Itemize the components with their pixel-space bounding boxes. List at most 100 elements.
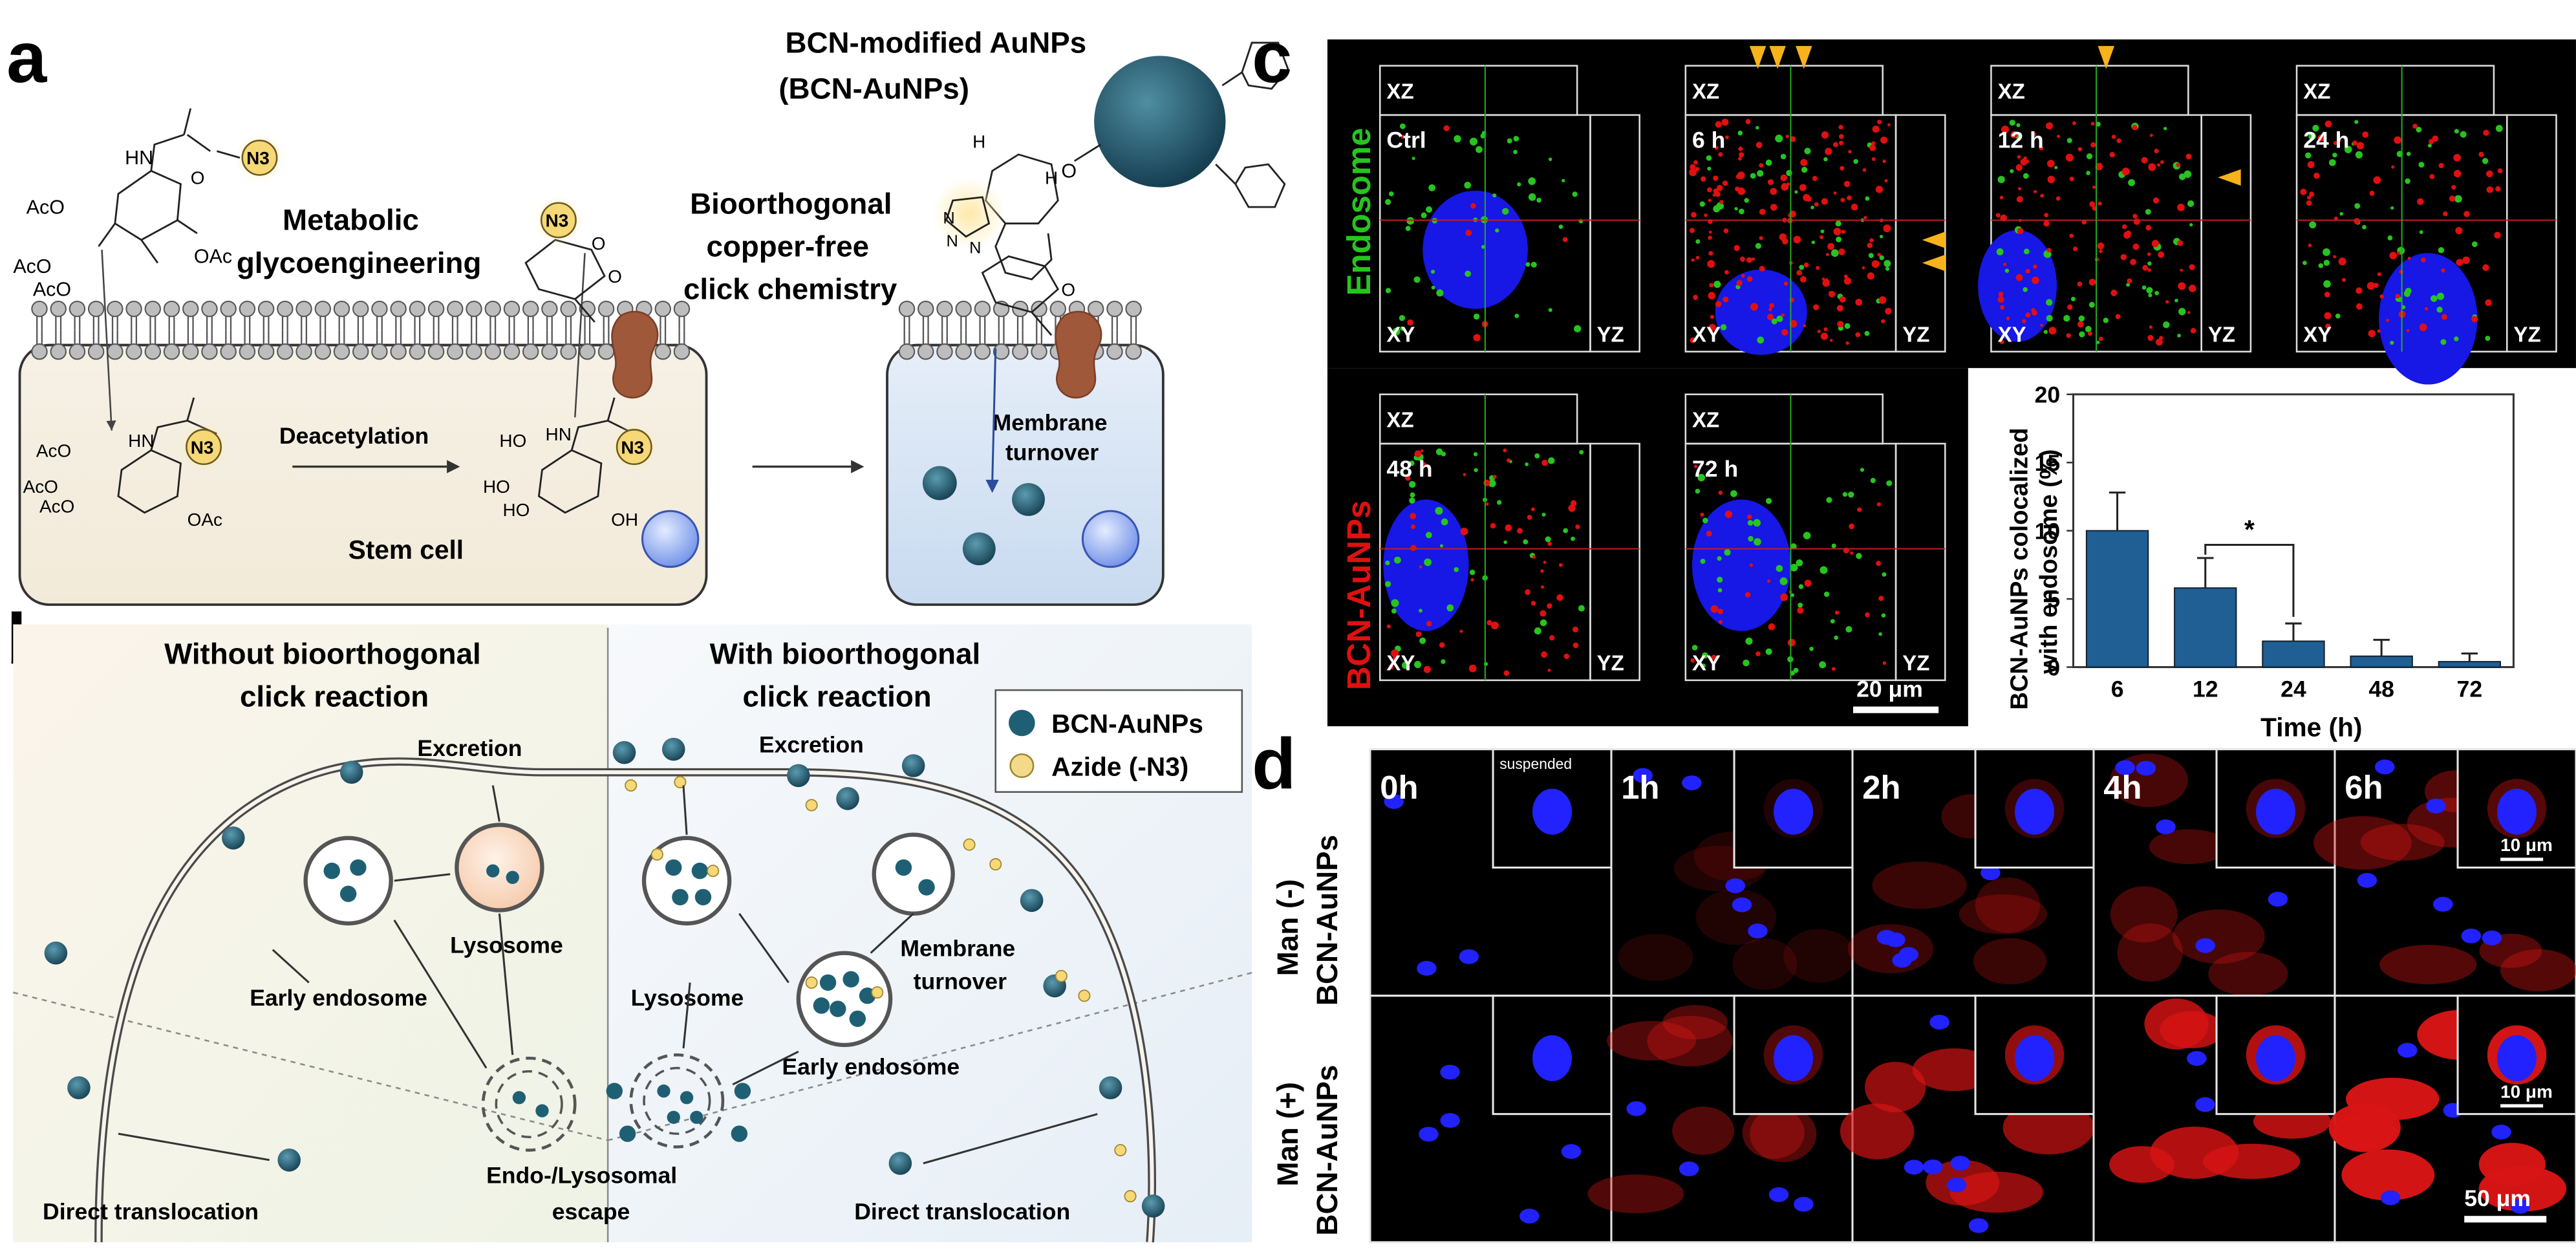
endosome-dot [1399,315,1406,321]
aunp-dot [1410,513,1417,520]
np-title: BCN-modified AuNPs [786,26,1087,59]
aunp-dot [1741,258,1745,262]
aunp-dot [1766,579,1771,583]
lipid [446,300,464,360]
ho-label: HO [483,477,510,497]
endosome-dot [1435,506,1443,515]
endosome-dot [2304,152,2312,158]
legend-np-swatch [1009,709,1035,737]
aunp-dot [2148,163,2156,171]
endosome-dot [1717,576,1723,583]
endosome-dot [2440,339,2447,345]
aunp-dot [2089,201,2096,208]
endosome-dot [1799,264,1805,270]
endosome-dot [1414,661,1422,669]
vesicle [1081,510,1140,568]
aunp-dot [1737,187,1745,195]
aunp-dot [2067,304,2073,310]
aunp-dot [2394,136,2401,144]
endosome-dot [1517,182,1521,187]
aunp-dot [2441,314,2447,320]
endosome-dot [1492,193,1497,198]
aunp-dot [1690,228,1695,233]
cell-membrane-inner [96,759,1154,1243]
endosome-dot [2178,308,2186,316]
aunp-dot [1517,528,1523,534]
o-label: O [608,266,622,286]
aunp-dot [1718,490,1723,495]
timepoint-label: 6 h [1692,127,1725,153]
aunp-dot [1770,204,1777,211]
azide-label: N3 [191,437,214,457]
aunp-dot [2039,146,2044,151]
nucleus [2268,892,2288,907]
timepoint-label: Ctrl [1386,127,1426,153]
endosome-dot [1830,249,1839,257]
endosome-dot [1755,125,1759,130]
lipid [144,300,162,360]
aunp-dot [2324,292,2330,297]
endosome-dot [1454,567,1459,572]
endosome-dot [1579,449,1584,455]
aunp-dot [1543,560,1547,565]
nucleus [2482,930,2502,945]
chart-ylabel: with endosome (%) [2035,449,2063,674]
endosome-dot [2471,241,2478,248]
bar [2438,661,2502,668]
aunp-dot [2377,329,2381,333]
aunp-dot [2132,243,2140,250]
endosome-dot [1765,648,1772,655]
nucleus [2357,872,2377,888]
lipid [466,300,482,360]
lipid [1106,300,1123,360]
aunp-dot [2188,285,2196,292]
aunp-dot [1787,182,1790,186]
ho-label: HO [499,431,526,451]
endosome-dot [2323,248,2330,256]
aunp-dot [2015,274,2023,281]
aunp-dot [2141,156,2148,164]
endosome-dot [2096,122,2101,127]
aunp-dot [2034,189,2037,193]
aunp-dot [1825,147,1832,155]
lipid [333,300,350,360]
endosome-dot [1826,497,1832,503]
cell-cytoplasm [2208,951,2288,997]
cell-cytoplasm [1662,1005,1728,1040]
xy-label: XY [1692,322,1721,346]
aunp-dot [1410,524,1416,530]
cell-cytoplasm [1742,1106,1805,1159]
aunp-dot [1711,654,1717,660]
aunp-dot [1690,164,1696,171]
aunp-dot [2098,201,2102,206]
aunp-dot [2309,191,2315,197]
endosome-dot [2485,336,2491,341]
aunp-dot [2127,278,2132,284]
aunp-dot [1839,296,1846,303]
aunp-dot [1871,260,1880,268]
inset-nucleus [2256,1035,2296,1081]
y-tick-label: 5 [2047,587,2060,612]
aunp-dot [1855,332,1861,338]
cell-cytoplasm [1864,1061,1926,1112]
aunp-dot [1869,144,1876,151]
aunp-dot [1572,642,1579,649]
aunp-dot [2307,161,2315,169]
left-title: click reaction [240,680,429,713]
nucleus [1946,1177,1967,1193]
aunp-dot [1420,462,1427,468]
aunp-dot [2057,135,2061,138]
endosome-dot [1771,318,1777,325]
panel-b: b Without bioorthogonal click reaction W… [6,598,1252,1243]
aunp-dot [1999,339,2004,345]
cell-cytoplasm [2379,945,2477,984]
aunp-dot [1781,183,1789,191]
x-tick-label: 24 [2281,676,2306,702]
aunp-dot [1693,464,1698,468]
aunp-dot [2485,299,2492,307]
aunp-dot [1781,313,1785,317]
aunp-dot [2025,268,2030,274]
endosome-dot [2023,173,2029,179]
aunp-dot [2389,252,2398,260]
